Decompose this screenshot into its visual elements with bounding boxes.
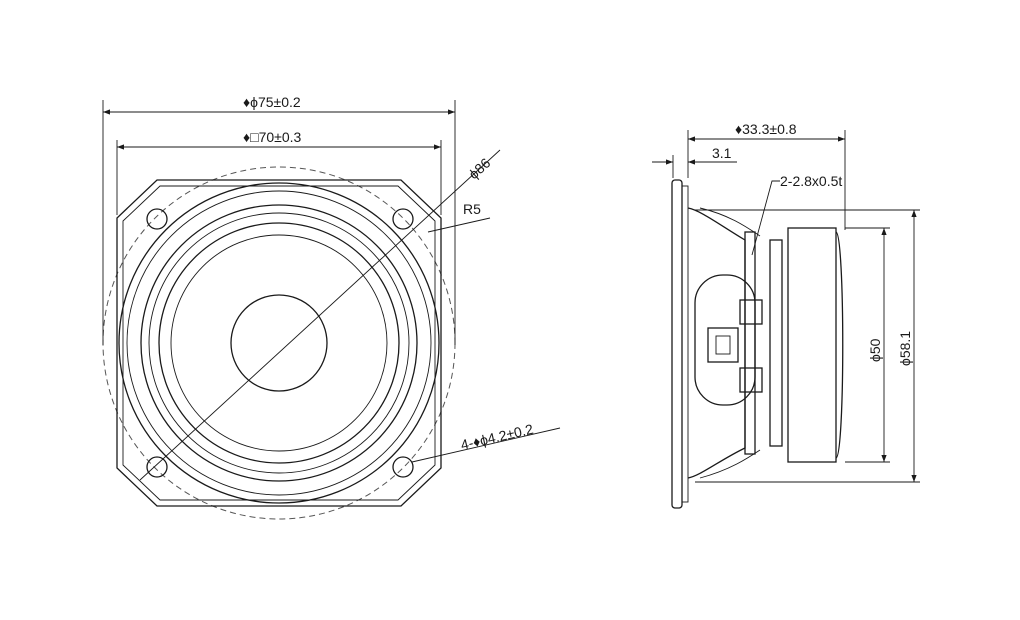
- terminal-block: [694, 274, 756, 406]
- corner-radius-label: R5: [463, 201, 481, 217]
- bolt-circle: [102, 166, 456, 520]
- square-size-label: ♦□70±0.3: [243, 129, 302, 145]
- frame-outline: [116, 179, 442, 507]
- mounting-holes-label: 4-♦ϕ4.2±0.2: [459, 421, 535, 453]
- depth-label: ♦33.3±0.8: [735, 121, 797, 137]
- mounting-holes: [146, 208, 414, 478]
- flange-thickness-label: 3.1: [712, 145, 732, 161]
- magnet-diameter-label: ϕ50: [867, 338, 883, 362]
- side-view: ♦33.3±0.8 3.1 2-2.8x0.5t ϕ50 ϕ58.1: [652, 121, 920, 509]
- magnet: [787, 227, 837, 463]
- dust-cap: [230, 294, 328, 392]
- outer-diameter-label: ♦ϕ75±0.2: [243, 94, 301, 110]
- terminals-label: 2-2.8x0.5t: [780, 173, 842, 189]
- basket-diameter-label: ϕ58.1: [897, 331, 913, 366]
- front-view: ♦ϕ75±0.2 ♦□70±0.3 ϕ86 R5 4-♦ϕ4.2±0.2: [102, 94, 561, 520]
